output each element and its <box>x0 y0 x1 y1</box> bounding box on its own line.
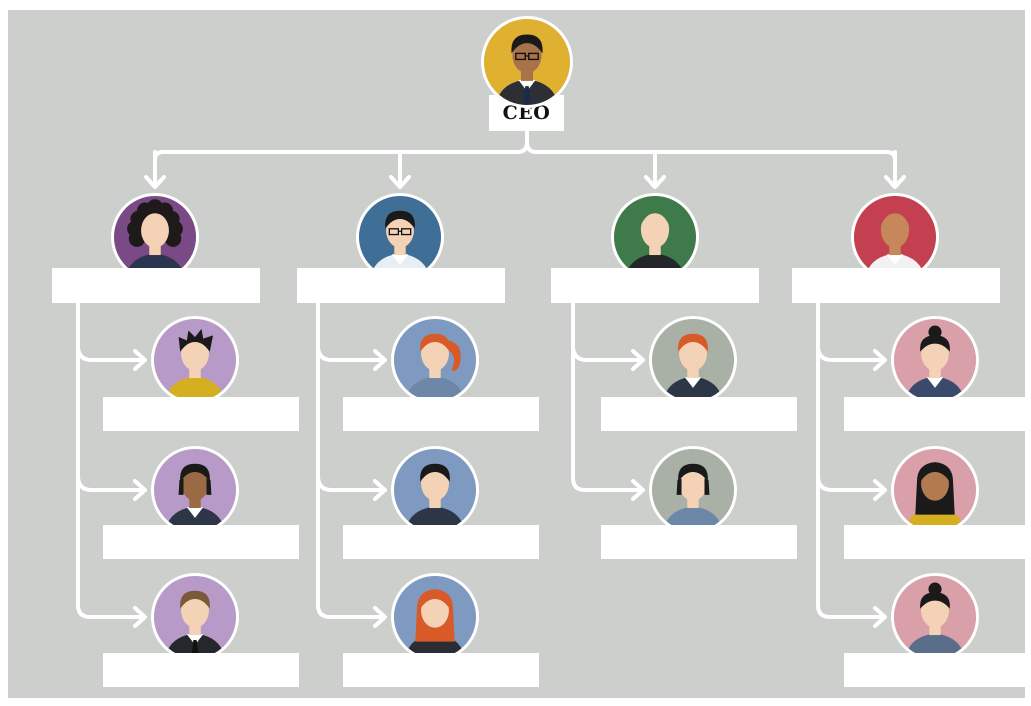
report-1-1-avatar <box>391 446 479 534</box>
report-0-0-avatar <box>151 316 239 404</box>
report-0-2-avatar-svg <box>154 576 236 658</box>
report-branch-1-0 <box>316 344 385 362</box>
report-1-1-avatar-svg <box>394 449 476 531</box>
report-3-0-label-box <box>844 397 1031 431</box>
arrow-right-1-2 <box>373 606 387 628</box>
report-1-2-avatar-svg <box>394 576 476 658</box>
report-0-2-label-box <box>103 653 299 687</box>
manager-2-avatar-svg <box>614 196 696 278</box>
report-2-1-avatar-svg <box>652 449 734 531</box>
report-1-0-avatar <box>391 316 479 404</box>
manager-1-label-box <box>297 268 505 303</box>
report-branch-0-1 <box>76 474 145 492</box>
report-3-2-avatar <box>891 573 979 661</box>
top-bus-line <box>153 140 897 172</box>
trunk-line-3 <box>816 298 885 619</box>
report-3-1-avatar <box>891 446 979 534</box>
report-2-0-avatar <box>649 316 737 404</box>
manager-0-label-box <box>52 268 260 303</box>
report-1-0-avatar-svg <box>394 319 476 401</box>
report-branch-3-1 <box>816 474 885 492</box>
arrow-right-1-0 <box>373 349 387 371</box>
arrow-down-2 <box>644 175 666 189</box>
arrow-right-3-1 <box>873 479 887 501</box>
arrow-right-0-2 <box>133 606 147 628</box>
arrow-down-3 <box>884 175 906 189</box>
arrow-down-1 <box>389 175 411 189</box>
report-branch-0-0 <box>76 344 145 362</box>
manager-3-label-box <box>792 268 1000 303</box>
ceo-avatar-svg <box>484 19 570 105</box>
arrow-right-1-1 <box>373 479 387 501</box>
report-2-1-label-box <box>601 525 797 559</box>
report-1-1-label-box <box>343 525 539 559</box>
report-3-2-label-box <box>844 653 1031 687</box>
report-branch-1-1 <box>316 474 385 492</box>
report-3-1-avatar-svg <box>894 449 976 531</box>
trunk-line-1 <box>316 298 385 619</box>
arrow-right-2-0 <box>631 349 645 371</box>
arrow-right-2-1 <box>631 479 645 501</box>
report-1-2-label-box <box>343 653 539 687</box>
report-3-0-avatar-svg <box>894 319 976 401</box>
ceo-label: CEO <box>489 95 564 131</box>
report-2-0-avatar-svg <box>652 319 734 401</box>
report-0-1-label-box <box>103 525 299 559</box>
manager-0-avatar <box>111 193 199 281</box>
arrow-right-3-2 <box>873 606 887 628</box>
manager-2-label-box <box>551 268 759 303</box>
report-2-1-avatar <box>649 446 737 534</box>
report-0-1-avatar-svg <box>154 449 236 531</box>
ceo-avatar <box>481 16 573 108</box>
report-0-2-avatar <box>151 573 239 661</box>
report-branch-2-0 <box>571 344 643 362</box>
report-branch-3-0 <box>816 344 885 362</box>
manager-0-avatar-svg <box>114 196 196 278</box>
trunk-line-2 <box>571 298 643 492</box>
arrow-right-0-0 <box>133 349 147 371</box>
arrow-down-0 <box>144 175 166 189</box>
report-3-0-avatar <box>891 316 979 404</box>
arrow-right-3-0 <box>873 349 887 371</box>
arrow-right-0-1 <box>133 479 147 501</box>
report-0-1-avatar <box>151 446 239 534</box>
report-2-0-label-box <box>601 397 797 431</box>
connector-lines <box>76 128 906 628</box>
manager-3-avatar-svg <box>854 196 936 278</box>
report-1-0-label-box <box>343 397 539 431</box>
manager-1-avatar-svg <box>359 196 441 278</box>
report-1-2-avatar <box>391 573 479 661</box>
report-0-0-avatar-svg <box>154 319 236 401</box>
report-3-2-avatar-svg <box>894 576 976 658</box>
trunk-line-0 <box>76 298 145 619</box>
report-0-0-label-box <box>103 397 299 431</box>
report-3-1-label-box <box>844 525 1031 559</box>
